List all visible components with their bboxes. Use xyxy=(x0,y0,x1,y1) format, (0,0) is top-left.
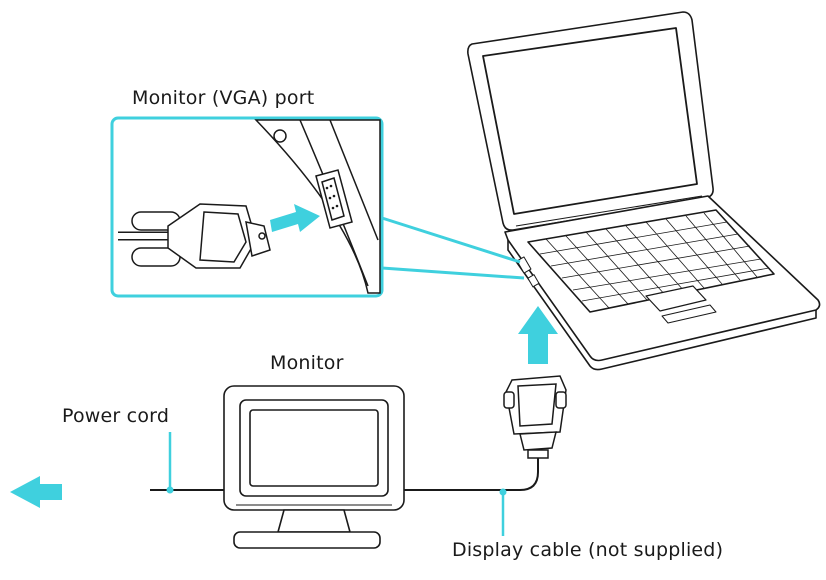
vga-port xyxy=(315,169,353,229)
arrow-up-icon xyxy=(518,306,558,364)
vga-plug xyxy=(118,203,271,269)
laptop-touchpad xyxy=(645,285,707,312)
laptop-screen xyxy=(482,27,698,215)
vga-port-callout xyxy=(110,116,525,298)
monitor-label: Monitor xyxy=(270,352,344,374)
arrow-left-icon xyxy=(10,476,62,508)
display-cable-label: Display cable (not supplied) xyxy=(452,539,724,561)
power-cord-label: Power cord xyxy=(62,405,170,427)
laptop xyxy=(467,11,821,371)
display-cable-connector xyxy=(503,375,567,459)
monitor xyxy=(223,385,405,549)
vga-port-label: Monitor (VGA) port xyxy=(132,87,315,109)
arrow-right-icon xyxy=(270,204,320,232)
display-cable xyxy=(400,458,539,491)
